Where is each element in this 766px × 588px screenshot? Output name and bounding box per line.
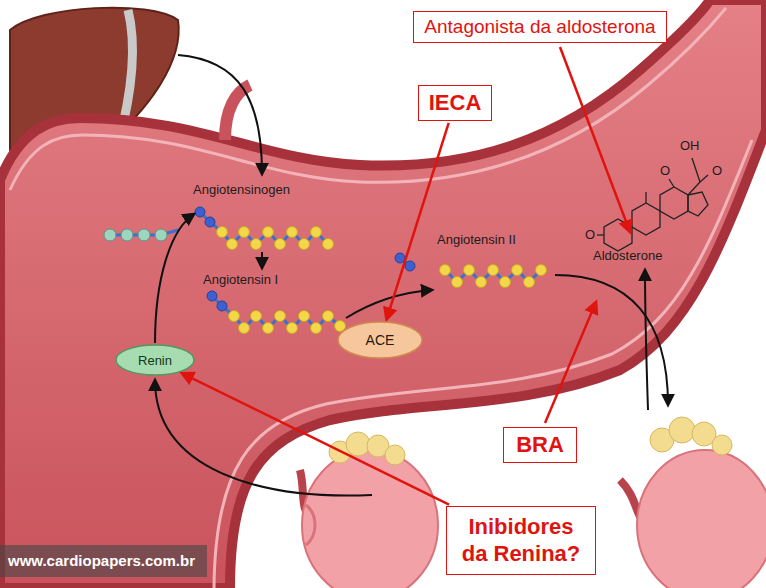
peptide-beads xyxy=(195,207,215,227)
node-text: IECA xyxy=(429,90,482,116)
node-text: BRA xyxy=(516,432,564,458)
steroid-structure xyxy=(597,158,708,251)
kidney-hilum xyxy=(306,505,315,545)
peptide-beads xyxy=(229,311,346,334)
target-arrow xyxy=(387,123,449,319)
molecule-label: Angiotensin I xyxy=(203,272,278,288)
adrenal-gland xyxy=(346,432,370,456)
vessel-inner-wall xyxy=(10,8,726,190)
peptide-beads xyxy=(440,265,547,288)
peptide-chain xyxy=(200,212,328,244)
node-text: ACE xyxy=(366,332,395,348)
drug-class-box: IECA xyxy=(418,85,493,121)
molecule-label: Angiotensin II xyxy=(437,232,516,248)
molecule-label: Aldosterone xyxy=(593,248,662,264)
peptide-beads xyxy=(104,229,167,241)
adrenal-gland xyxy=(712,435,732,455)
watermark: www.cardiopapers.com.br xyxy=(0,545,207,577)
drug-class-box: BRA xyxy=(503,427,577,463)
adrenal-gland xyxy=(669,417,695,443)
enzyme-ellipse: Renin xyxy=(115,344,195,376)
drug-class-box: Inibidores da Renina? xyxy=(446,506,596,575)
node-text: Antagonista da aldosterona xyxy=(424,16,655,38)
leader-arrows xyxy=(545,47,630,423)
kidney xyxy=(302,450,438,588)
node-text: Renin xyxy=(138,353,172,368)
atom-label: O xyxy=(660,163,670,179)
atom-label: O xyxy=(585,227,595,243)
kidney xyxy=(637,450,766,588)
atom-label: OH xyxy=(680,138,700,154)
target-arrow xyxy=(182,373,449,504)
molecule-label: Angiotensinogen xyxy=(193,182,290,198)
enzyme-ellipse: ACE xyxy=(337,321,423,359)
atom-label: O xyxy=(712,163,722,179)
peptide-beads xyxy=(207,291,227,311)
node-text: Inibidores da Renina? xyxy=(455,513,587,568)
peptide-beads xyxy=(217,227,334,250)
pathway-arrows xyxy=(155,55,668,496)
drug-class-box: Antagonista da aldosterona xyxy=(413,11,666,43)
peptide-chain xyxy=(212,296,340,328)
adrenal-gland xyxy=(385,445,405,465)
